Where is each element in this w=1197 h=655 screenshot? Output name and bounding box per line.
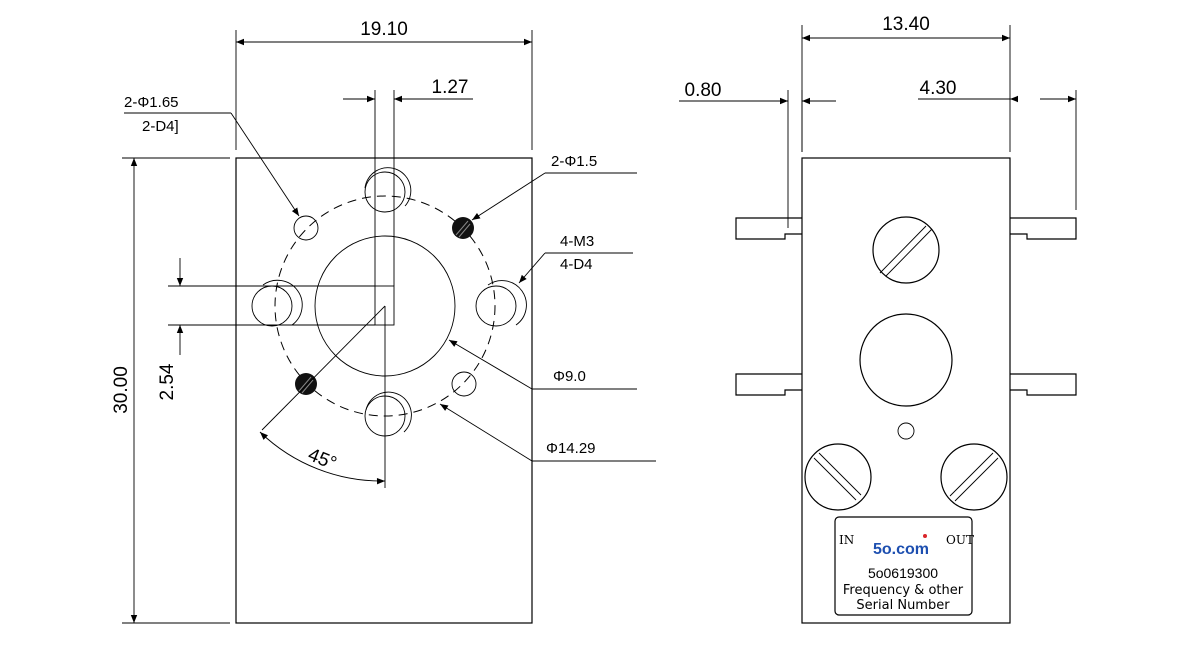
threaded-hole-right — [475, 280, 527, 327]
label-line3: Serial Number — [856, 598, 950, 613]
label-plate: IN OUT 5o.com 5o0619300 Frequency & othe… — [834, 516, 974, 616]
right-flange-dim-text: 4.30 — [920, 78, 957, 99]
logo-dot — [923, 534, 927, 538]
bolt-circle-callout: Φ14.29 — [439, 403, 656, 462]
height-dim-text: 30.00 — [111, 366, 132, 414]
pin-upper-right — [452, 217, 474, 239]
height-dimension: 30.00 — [111, 157, 230, 624]
threads-callout-text-1: 4-M3 — [560, 233, 594, 250]
pins-callout-text: 2-Φ1.5 — [551, 153, 597, 170]
side-view: 13.40 0.80 4.30 — [679, 14, 1077, 624]
tuning-screw-right — [940, 443, 1008, 511]
angle-dim-text: 45° — [305, 444, 340, 474]
label-logo: 5o.com — [873, 541, 929, 558]
label-out: OUT — [946, 533, 974, 547]
threads-callout-text-2: 4-D4 — [560, 256, 593, 273]
left-flange-dim-text: 0.80 — [685, 80, 722, 101]
bore-callout-text: Φ9.0 — [553, 368, 586, 385]
pin-lower-left — [295, 373, 317, 395]
small-hole-lower-right — [451, 371, 477, 397]
pins-callout: 2-Φ1.5 — [471, 153, 637, 221]
left-flange-dimension: 0.80 — [679, 80, 836, 228]
tuning-screw-top — [872, 216, 940, 284]
slot-width-dim-text: 1.27 — [432, 77, 469, 98]
right-flange-upper — [1010, 217, 1077, 240]
tuning-screw-left — [804, 443, 872, 511]
label-part-number: 5o0619300 — [868, 565, 938, 581]
small-holes-callout: 2-Φ1.65 2-D4] — [124, 94, 300, 217]
slot-height-dimension: 2.54 — [157, 258, 375, 400]
right-flange-dimension: 4.30 — [918, 78, 1077, 210]
bolt-circle-callout-text: Φ14.29 — [546, 440, 596, 457]
waveguide-slot — [374, 285, 395, 326]
small-holes-callout-text-2: 2-D4] — [142, 118, 179, 135]
small-holes-callout-text-1: 2-Φ1.65 — [124, 94, 179, 111]
label-in: IN — [839, 533, 854, 547]
width-dim-text: 19.10 — [360, 19, 408, 40]
side-width-dimension: 13.40 — [801, 14, 1011, 152]
threaded-hole-bottom — [364, 391, 412, 437]
slot-width-dimension: 1.27 — [343, 77, 473, 103]
label-line2: Frequency & other — [843, 583, 964, 598]
left-flange-lower — [735, 373, 802, 396]
width-dimension: 19.10 — [235, 19, 533, 150]
bore-callout: Φ9.0 — [448, 339, 637, 390]
front-body-outline — [235, 157, 533, 624]
left-flange-upper — [735, 217, 802, 240]
side-width-dim-text: 13.40 — [882, 14, 930, 35]
small-hole-upper-left — [293, 215, 319, 241]
threads-callout: 4-M3 4-D4 — [518, 233, 633, 284]
front-view: 19.10 30.00 1.27 2.54 — [111, 19, 656, 624]
threaded-hole-left — [251, 279, 303, 327]
right-flange-lower — [1010, 373, 1077, 396]
side-center-bore — [859, 313, 953, 407]
side-small-hole — [897, 422, 915, 440]
threaded-hole-top — [364, 167, 412, 213]
slot-height-dim-text: 2.54 — [157, 363, 178, 400]
